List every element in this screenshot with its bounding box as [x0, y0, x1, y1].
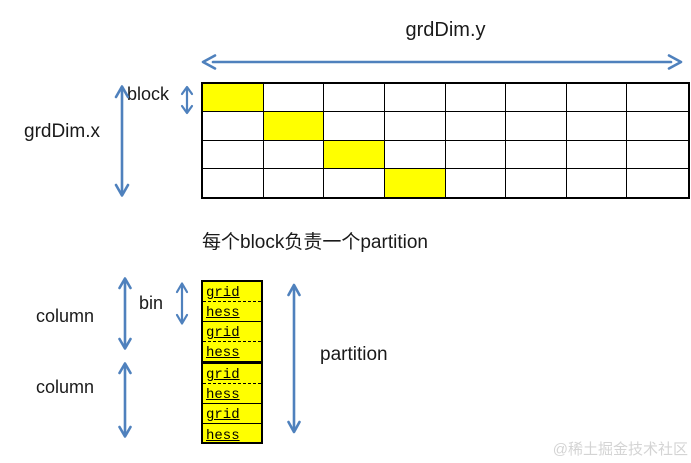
grid-cell-highlighted: [324, 140, 385, 169]
grid-cell: [567, 168, 628, 197]
grid-cell: [203, 168, 264, 197]
grid-cell: [445, 84, 507, 113]
grid-cell: [264, 168, 325, 197]
watermark: @稀土掘金技术社区: [552, 441, 688, 458]
grid-cell: [203, 140, 264, 169]
grid-cell-highlighted: [203, 84, 264, 113]
column-top-label: column: [36, 306, 95, 326]
grid-cell: [445, 140, 507, 169]
partition-arrow: [287, 283, 301, 434]
stack-cell-hess: hess: [203, 384, 261, 404]
grid-cell: [566, 140, 628, 169]
grid-cell: [627, 112, 688, 141]
column-bottom-arrow: [118, 362, 132, 438]
stack-cell-grid: grid: [203, 322, 261, 342]
grid-cell: [566, 84, 628, 113]
block-extent-arrow: [180, 85, 194, 115]
stack-cell-hess: hess: [206, 428, 240, 444]
grid-cell: [506, 112, 567, 141]
grid-cell: [506, 168, 567, 197]
grid-cell: [324, 84, 385, 113]
grid-cell: [506, 140, 567, 169]
column-bottom-label: column: [36, 377, 95, 397]
column-top-arrow: [118, 277, 132, 350]
grddim-x-label: grdDim.x: [24, 121, 101, 142]
grid-cell: [203, 112, 264, 141]
bin-arrow: [175, 282, 189, 325]
bin-label: bin: [139, 293, 164, 313]
block-label: block: [127, 84, 170, 104]
grddim-y-label: grdDim.y: [405, 19, 486, 41]
grid-cell-highlighted: [384, 168, 446, 197]
grid-cell: [263, 140, 325, 169]
grid-cell-highlighted: [263, 112, 325, 141]
grid-cell: [384, 84, 446, 113]
block-grid: [201, 82, 690, 199]
stack-cell-grid: grid: [203, 282, 261, 302]
grid-cell: [627, 169, 688, 197]
caption: 每个block负责一个partition: [202, 232, 428, 253]
grid-cell: [506, 84, 567, 113]
grid-cell: [627, 84, 688, 113]
grid-cell: [324, 112, 385, 141]
grid-cell: [384, 140, 446, 169]
grid-cell: [324, 168, 385, 197]
grid-cell: [263, 84, 325, 113]
grddim-x-arrow: [114, 85, 130, 197]
grid-cell: [446, 168, 507, 197]
stack-cell-hess: hess: [203, 342, 261, 364]
grid-cell: [627, 141, 688, 169]
grddim-y-arrow: [201, 54, 683, 70]
grid-cell: [566, 112, 628, 141]
stack-cell-hess: hess: [203, 302, 261, 322]
stack-cell-grid: grid: [203, 364, 261, 384]
partition-label: partition: [320, 344, 388, 365]
grid-cell: [445, 112, 507, 141]
grid-cell: [384, 112, 446, 141]
stack-cell-grid: grid: [203, 404, 261, 424]
